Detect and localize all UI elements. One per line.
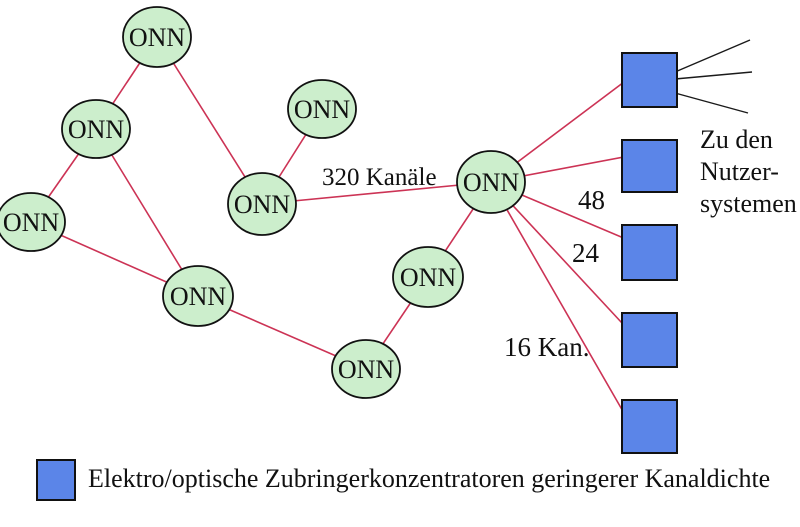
feeder-link [490, 181, 636, 338]
destination-label-line1: Zu den [700, 125, 773, 154]
feeder-24-label: 24 [572, 238, 600, 268]
onn-node-label: ONN [463, 168, 520, 197]
destination-label-line2: Nutzer- [700, 157, 779, 186]
onn-node: ONN [227, 172, 297, 236]
user-drop-line [674, 92, 749, 114]
onn-nodes: ONN ONN ONN ONN ONN ONN [0, 6, 526, 399]
legend-label: Elektro/optische Zubringerkonzentratoren… [88, 464, 770, 493]
user-drop-lines [674, 39, 753, 114]
destination-label: Zu den Nutzer- systemen [700, 125, 797, 218]
feeder-link [490, 181, 633, 428]
onn-node-shape [331, 339, 401, 399]
user-drop-line [674, 71, 753, 80]
user-drop-line [674, 39, 751, 73]
onn-node: ONN [287, 79, 357, 139]
onn-node-label: ONN [170, 282, 227, 311]
onn-node-label: ONN [129, 23, 186, 52]
onn-node-label: ONN [400, 263, 457, 292]
concentrator-box [621, 52, 678, 108]
onn-node-shape [392, 246, 464, 308]
onn-node-shape [287, 79, 357, 139]
onn-node-shape [0, 192, 66, 252]
onn-node: ONN [122, 6, 192, 68]
onn-node: ONN [0, 192, 66, 252]
onn-node-hub: ONN [456, 150, 526, 214]
onn-node-shape [456, 150, 526, 214]
onn-node-label: ONN [294, 95, 351, 124]
legend: Elektro/optische Zubringerkonzentratoren… [36, 459, 770, 501]
onn-node: ONN [162, 265, 234, 327]
onn-node: ONN [61, 99, 131, 159]
backbone-link [156, 36, 263, 205]
onn-node-shape [61, 99, 131, 159]
concentrator-box [621, 312, 678, 368]
concentrator-box [621, 399, 678, 454]
concentrator-box [621, 224, 678, 281]
onn-node-shape [227, 172, 297, 236]
onn-node-shape [162, 265, 234, 327]
onn-node: ONN [392, 246, 464, 308]
concentrators [621, 52, 678, 454]
onn-node-label: ONN [338, 355, 395, 384]
onn-node-label: ONN [68, 115, 125, 144]
feeder-16-label: 16 Kan. [504, 332, 589, 362]
destination-label-line3: systemen [700, 189, 797, 218]
backbone-link [95, 128, 199, 297]
trunk-capacity-label: 320 Kanäle [322, 164, 437, 191]
onn-node: ONN [331, 339, 401, 399]
onn-node-label: ONN [234, 190, 291, 219]
onn-node-label: ONN [3, 208, 60, 237]
legend-concentrator-swatch [36, 459, 76, 501]
onn-node-shape [122, 6, 192, 68]
feeder-48-label: 48 [578, 185, 605, 215]
concentrator-box [621, 139, 678, 193]
trunk-link-320 [261, 181, 492, 205]
